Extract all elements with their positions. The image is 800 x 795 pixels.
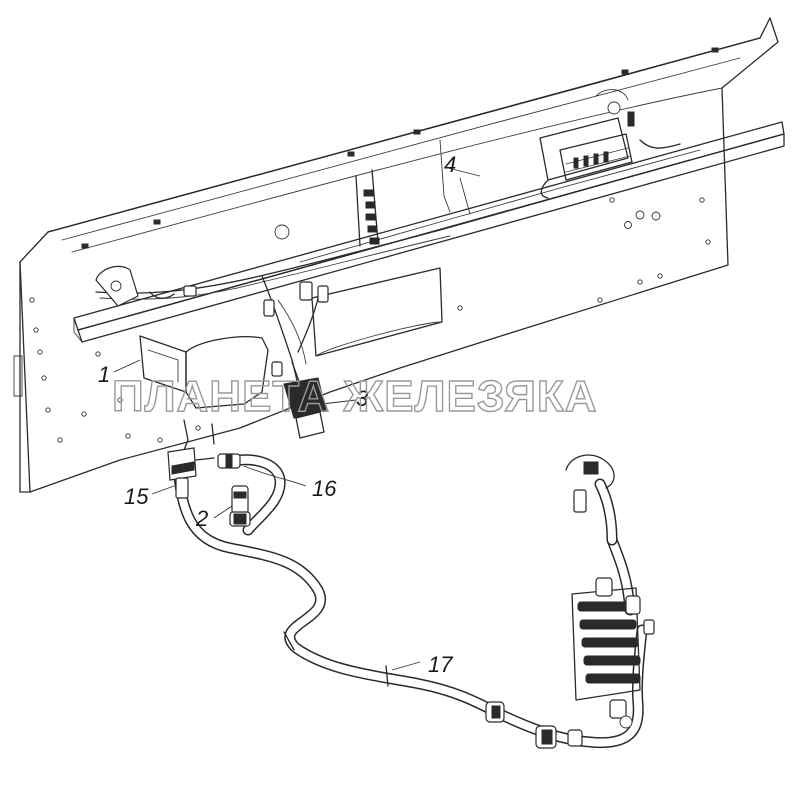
panel-outline — [19, 17, 779, 493]
panel-holes — [29, 47, 719, 443]
control-unit-3 — [271, 361, 327, 439]
callout-4: 4 — [444, 152, 456, 177]
connector-stack — [565, 454, 655, 729]
callout-2: 2 — [195, 506, 208, 531]
dashboard-panel — [13, 17, 779, 493]
right-module — [539, 89, 681, 199]
fuse-block — [355, 139, 471, 247]
connector-15 — [167, 447, 215, 499]
callout-17: 17 — [428, 652, 453, 677]
callout-16: 16 — [312, 476, 337, 501]
hose-clamps — [283, 631, 583, 749]
sensor-2 — [229, 485, 251, 527]
callout-3: 3 — [356, 386, 369, 411]
panel-top-lip — [47, 37, 761, 233]
panel-center-window — [311, 267, 443, 357]
wiring-harness — [95, 159, 691, 411]
connector-16 — [217, 453, 241, 469]
panel-cutout — [185, 336, 269, 409]
callout-15: 15 — [124, 484, 149, 509]
callout-1: 1 — [98, 362, 110, 387]
panel-top-lip-inner — [61, 57, 741, 241]
leader-lines — [113, 167, 481, 671]
cross-beam — [73, 121, 785, 343]
watermark-text: ПЛАНЕТА ЖЕЛЕЗЯКА — [112, 372, 598, 421]
